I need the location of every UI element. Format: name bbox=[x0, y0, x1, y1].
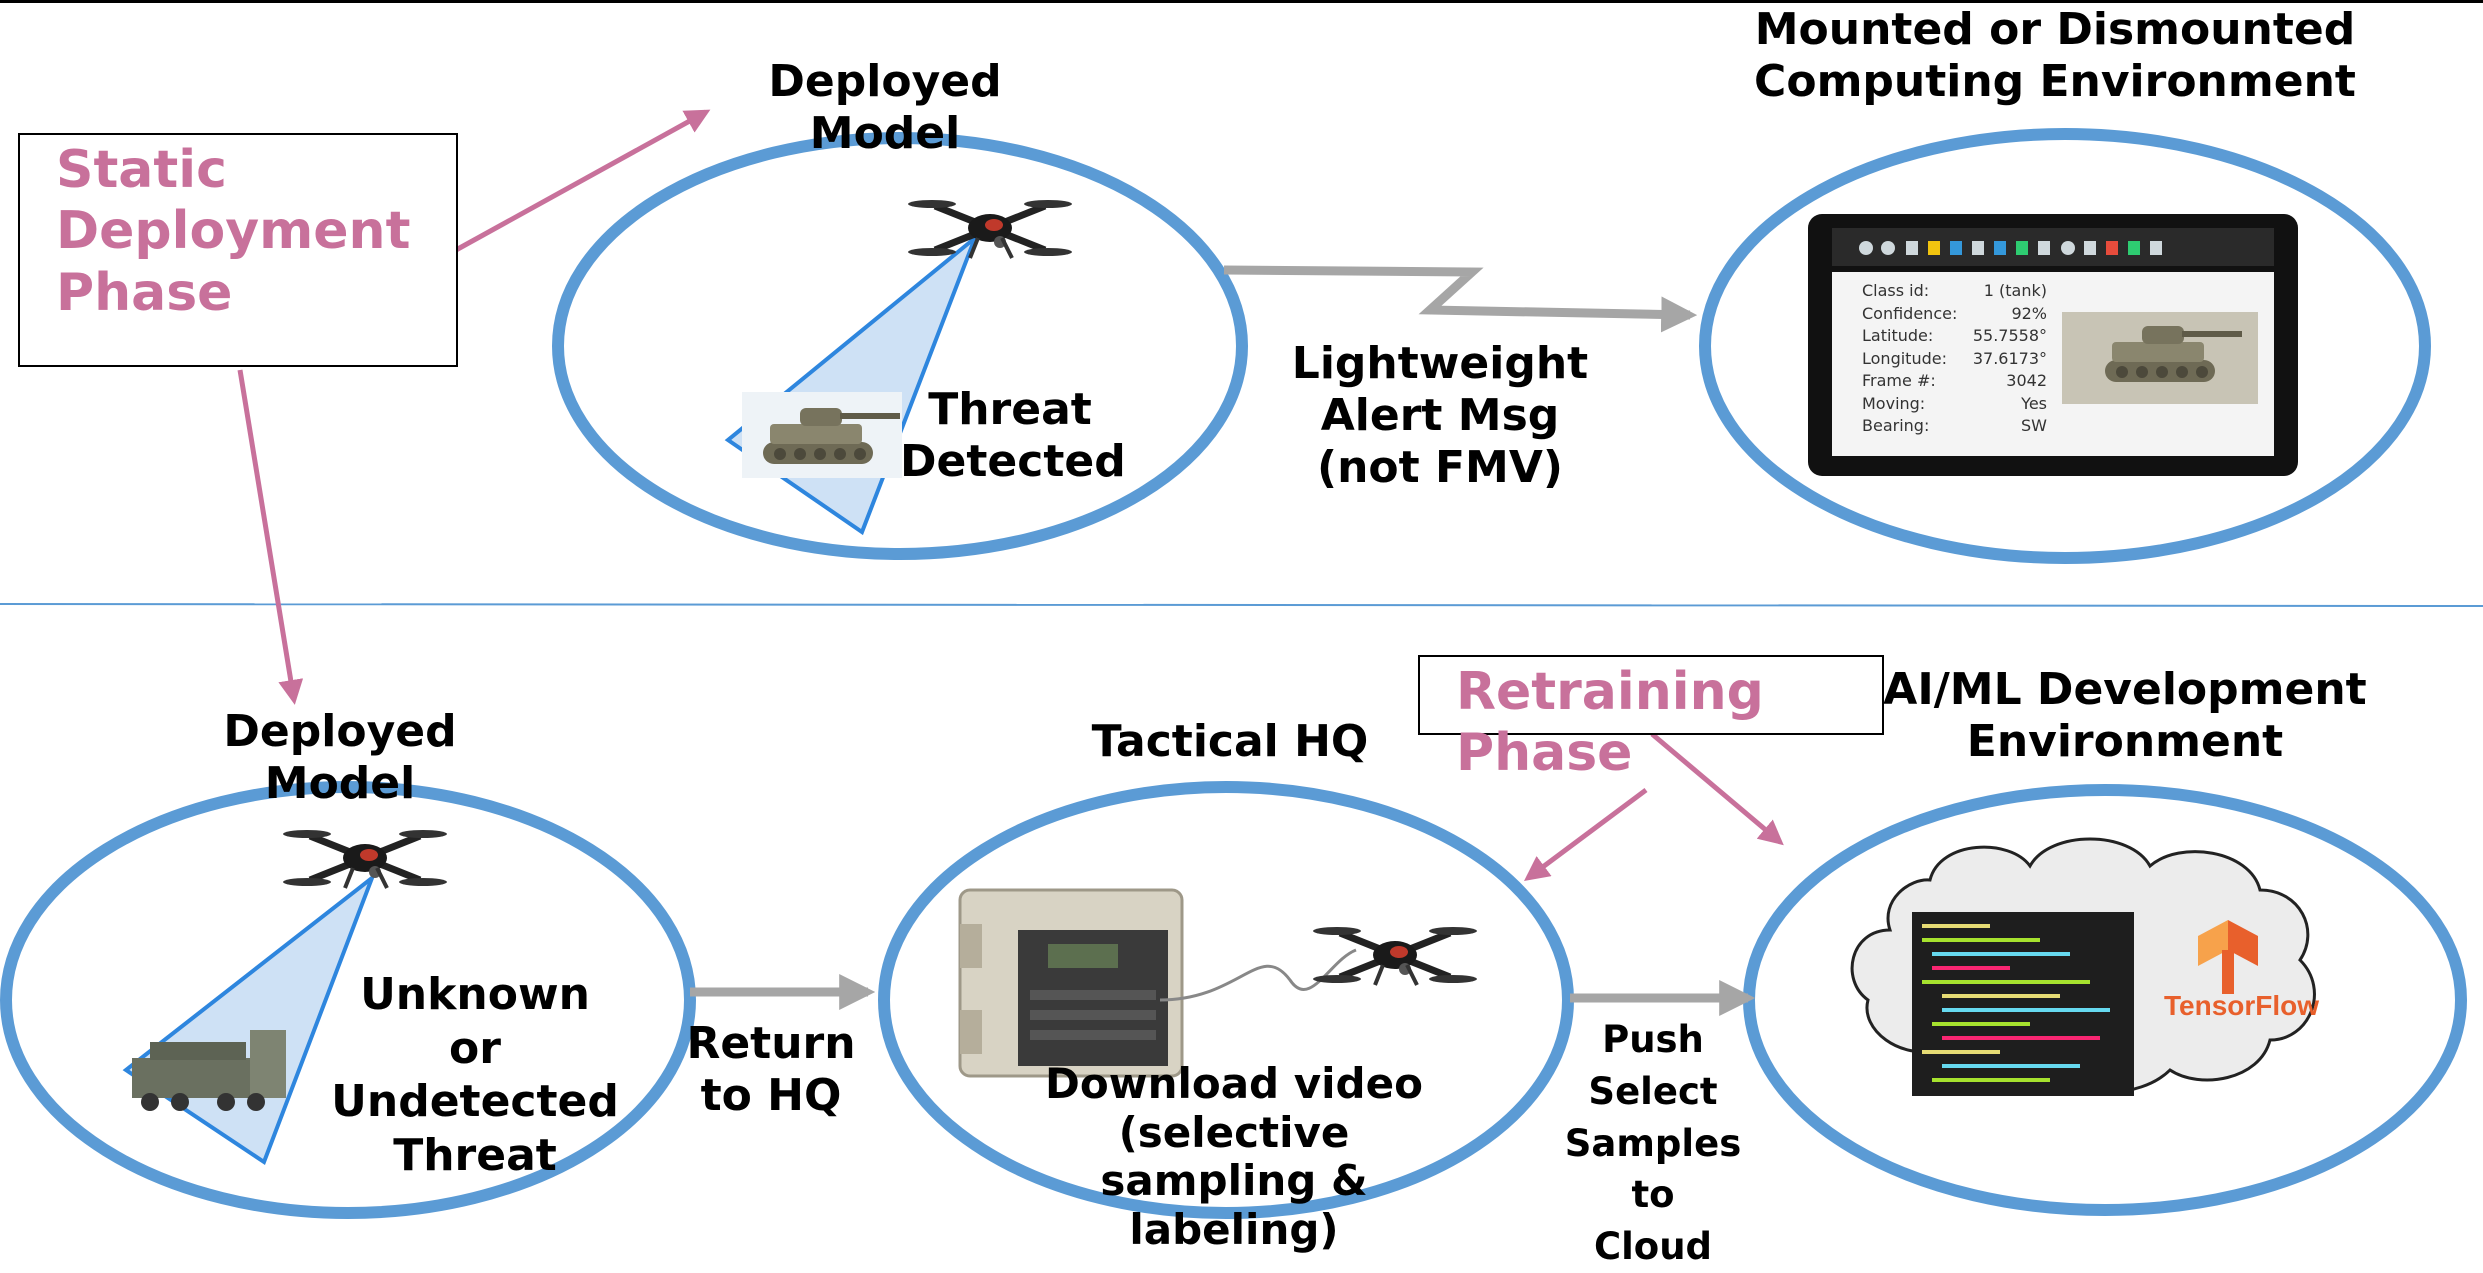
tactical-hq-ellipse bbox=[878, 781, 1574, 1219]
computing-env-ellipse bbox=[1699, 128, 2431, 564]
static-phase-arrow-top bbox=[454, 109, 711, 253]
alert-msg-label: Lightweight Alert Msg (not FMV) bbox=[1291, 338, 1589, 493]
retraining-phase-label: Retraining Phase bbox=[1456, 662, 1764, 784]
static-phase-arrow-bottom bbox=[237, 369, 304, 705]
drone-icon bbox=[908, 200, 1072, 258]
download-video-label: Download video (selective sampling & lab… bbox=[1045, 1059, 1423, 1255]
info-row-frame: Frame #:3042 bbox=[1862, 371, 2047, 390]
tablet-device bbox=[1808, 214, 2298, 476]
tensorflow-logo-icon bbox=[2198, 920, 2258, 994]
retraining-arrow-hq bbox=[1523, 787, 1648, 881]
drone-icon bbox=[1313, 927, 1477, 985]
deployed-model-ellipse-bottom bbox=[0, 781, 696, 1219]
retraining-phase-box bbox=[1418, 655, 1884, 735]
deployed-model-title-top: Deployed Model bbox=[768, 56, 1002, 159]
info-row-confidence: Confidence:92% bbox=[1862, 303, 2047, 323]
return-hq-label: Return to HQ bbox=[686, 1018, 856, 1121]
tensorflow-label: TensorFlow bbox=[2164, 990, 2320, 1021]
static-phase-label: Static Deployment Phase bbox=[56, 140, 411, 323]
info-row-class: Class id:1 (tank) bbox=[1862, 281, 2047, 300]
code-editor-screenshot bbox=[1912, 912, 2134, 1096]
alert-msg-arrow bbox=[1223, 265, 1698, 333]
mounted-env-title: Mounted or Dismounted Computing Environm… bbox=[1754, 4, 2356, 107]
info-row-moving: Moving:Yes bbox=[1862, 393, 2047, 413]
phase-divider bbox=[0, 603, 2483, 607]
retraining-arrow-cloud bbox=[1650, 732, 1784, 846]
aiml-env-title: AI/ML Development Environment bbox=[1883, 664, 2367, 767]
unknown-threat-label: Unknown or Undetected Threat bbox=[331, 969, 619, 1182]
info-row-longitude: Longitude:37.6173° bbox=[1862, 348, 2047, 368]
deployed-model-title-bottom: Deployed Model bbox=[223, 706, 457, 809]
cable bbox=[1159, 948, 1357, 1002]
missile-launcher-icon bbox=[132, 1030, 286, 1111]
tablet-detection-info: Class id:1 (tank) Confidence:92% Latitud… bbox=[1862, 280, 2047, 438]
info-row-latitude: Latitude:55.7558° bbox=[1862, 326, 2047, 345]
static-phase-box bbox=[18, 133, 458, 367]
top-border bbox=[0, 0, 2483, 3]
threat-detected-label: Threat Detected bbox=[900, 384, 1126, 487]
drone-icon bbox=[283, 830, 447, 888]
push-samples-label: Push Select Samples to Cloud bbox=[1564, 1018, 1742, 1269]
deployed-model-ellipse-top bbox=[552, 132, 1248, 560]
info-row-bearing: Bearing:SW bbox=[1862, 416, 2047, 435]
rugged-server-icon bbox=[958, 888, 1184, 1078]
tactical-hq-title: Tactical HQ bbox=[1091, 716, 1369, 767]
